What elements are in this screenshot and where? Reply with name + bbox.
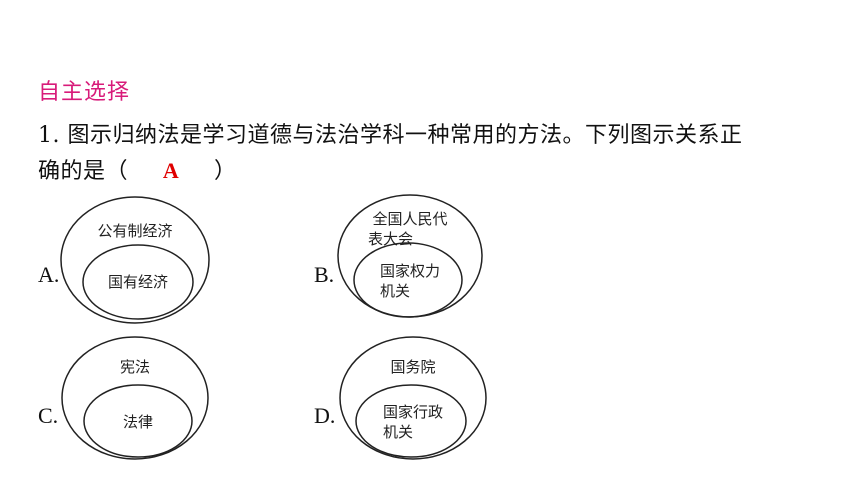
answer-value: A xyxy=(162,158,180,183)
option-c-inner-circle xyxy=(83,384,193,458)
question-text: 1. 图示归纳法是学习道德与法治学科一种常用的方法。下列图示关系正 xyxy=(38,117,743,149)
question-line-2-prefix: 确的是（ xyxy=(38,159,129,184)
option-d-letter: D. xyxy=(314,403,336,428)
option-b-diagram: 全国人民代 表大会 国家权力 机关 xyxy=(337,194,483,318)
option-d-inner-label-2: 机关 xyxy=(383,423,413,441)
option-d-outer-label: 国务院 xyxy=(390,358,435,376)
option-b-outer-label-2: 表大会 xyxy=(368,230,413,248)
option-c-outer-circle xyxy=(61,336,209,460)
option-d-inner-circle xyxy=(355,384,467,458)
option-a-diagram: 公有制经济 国有经济 xyxy=(60,196,210,324)
option-d-outer-circle xyxy=(339,336,487,460)
option-b-letter: B. xyxy=(314,262,335,287)
option-a-inner-circle xyxy=(82,244,194,320)
section-title: 自主选择 xyxy=(38,80,131,105)
option-c-outer-label: 宪法 xyxy=(120,358,150,376)
option-a-outer-circle xyxy=(60,196,210,324)
option-b-inner-label-1: 国家权力 xyxy=(380,262,440,280)
option-c-inner-label: 法律 xyxy=(123,413,153,431)
question-line-2-suffix: ） xyxy=(214,159,237,184)
option-a-inner-label: 国有经济 xyxy=(108,273,168,291)
option-b-outer-label-1: 全国人民代 xyxy=(372,210,447,228)
option-d-diagram: 国务院 国家行政 机关 xyxy=(339,336,487,460)
option-a-letter: A. xyxy=(38,262,60,287)
option-a-outer-label: 公有制经济 xyxy=(97,222,172,240)
option-c-letter: C. xyxy=(38,403,59,428)
question-line-1: 1. 图示归纳法是学习道德与法治学科一种常用的方法。下列图示关系正 xyxy=(38,123,743,148)
option-d-inner-label-1: 国家行政 xyxy=(383,403,443,421)
option-c-diagram: 宪法 法律 xyxy=(61,336,209,460)
question-answer-line: 确的是（ A ） xyxy=(38,153,237,185)
option-b-inner-label-2: 机关 xyxy=(380,282,410,300)
option-b-inner-circle xyxy=(353,242,463,318)
